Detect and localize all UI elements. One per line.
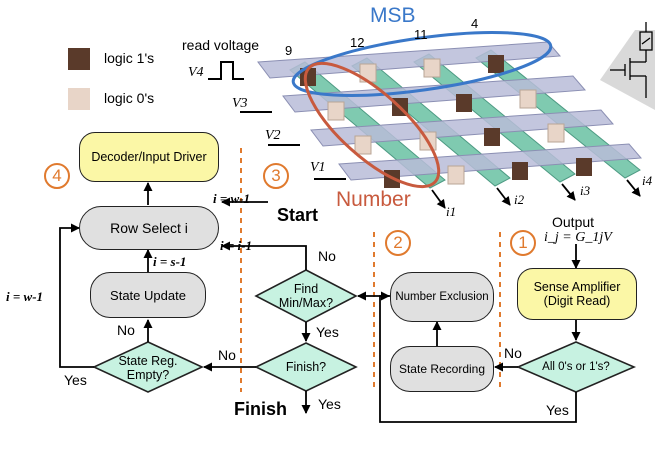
state-recording-box: State Recording (390, 346, 494, 392)
all-zeros-ones-label: All 0's or 1's? (542, 361, 610, 373)
v4-label: V4 (188, 65, 204, 80)
edge-label-no-finish: No (218, 347, 236, 363)
number-exclusion-box: Number Exclusion (390, 272, 494, 322)
finish-question-label: Finish? (285, 360, 327, 374)
i3-label: i3 (580, 183, 591, 198)
read-voltage-pulse (208, 61, 244, 80)
msb-ellipse (291, 31, 553, 97)
row-select-box: Row Select i (79, 206, 219, 250)
i4-label: i4 (642, 173, 653, 188)
v2-label: V2 (265, 128, 281, 143)
edge-label-i-i1: i = i-1 (220, 238, 252, 253)
finish-label: Finish (234, 399, 287, 419)
output-equation: i_j = G_1jV (544, 230, 612, 245)
logic1-label: logic 1's (104, 50, 155, 66)
cell-schematic (610, 22, 653, 98)
top-electrodes (257, 41, 643, 181)
i2-label: i2 (514, 192, 525, 207)
edge-label-no-minmax: No (318, 248, 336, 264)
v1-label: V1 (310, 160, 326, 175)
edge-label-yes-minmax: Yes (316, 324, 339, 340)
find-minmax-label: Find Min/Max? (278, 282, 334, 310)
step-circle-2: 2 (385, 230, 411, 256)
i1-label: i1 (446, 204, 457, 219)
read-voltage-label: read voltage (182, 37, 260, 53)
column-number-1: 9 (285, 43, 293, 58)
step-circle-1: 1 (510, 230, 536, 256)
column-number-3: 11 (414, 27, 428, 42)
state-reg-empty-label: State Reg. Empty? (118, 354, 178, 382)
edge-label-no-statereg: No (117, 322, 135, 338)
zoom-wedge (600, 30, 655, 110)
step-circle-3: 3 (263, 163, 289, 189)
number-ellipse (303, 61, 441, 189)
v3-label: V3 (232, 96, 248, 111)
logic0-label: logic 0's (104, 90, 155, 106)
state-update-box: State Update (90, 272, 206, 318)
state-reg-diamond (92, 341, 204, 393)
number-label: Number (336, 188, 411, 211)
edge-label-i-w1-left: i = w-1 (6, 289, 44, 304)
msb-label: MSB (370, 4, 416, 27)
edge-label-i-s1: i = s-1 (153, 254, 187, 269)
logic1-swatch (68, 48, 90, 70)
step-circle-4: 4 (44, 163, 70, 189)
edge-label-yes-all01: Yes (546, 402, 569, 418)
output-label: Output (552, 214, 595, 230)
edge-label-i-w1-top: i = w-1 (213, 191, 251, 206)
sense-amplifier-box: Sense Amplifier (Digit Read) (517, 268, 637, 320)
edge-label-yes-finish: Yes (318, 396, 341, 412)
decoder-input-driver-box: Decoder/Input Driver (79, 132, 219, 182)
column-number-4: 4 (471, 16, 479, 31)
logic0-swatch (68, 88, 90, 110)
flow-arrows (59, 182, 581, 423)
edge-label-yes-statereg: Yes (64, 372, 87, 388)
column-number-2: 12 (350, 35, 365, 50)
start-label: Start (277, 205, 319, 225)
edge-label-no-all01: No (504, 345, 522, 361)
